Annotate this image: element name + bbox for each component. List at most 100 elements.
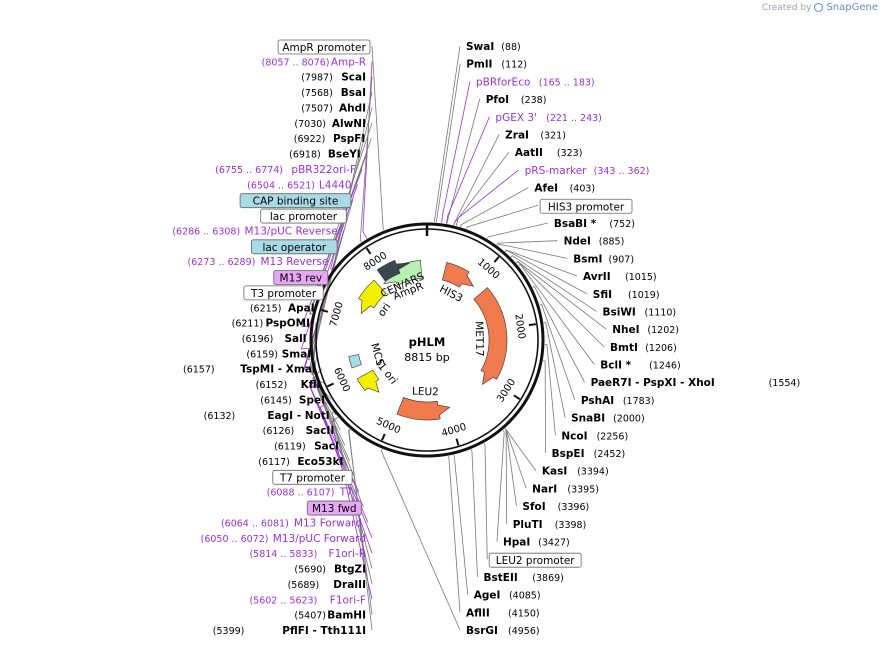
site-name: M13 Reverse — [260, 256, 328, 268]
enzyme-label: SwaI(88) — [466, 41, 521, 53]
feature-label-box: M13 rev — [273, 270, 329, 285]
tick-mark — [513, 394, 521, 400]
enzyme-label: BsrGI(4956) — [466, 625, 540, 637]
site-name: DraIII — [333, 579, 366, 591]
label-box — [272, 469, 353, 485]
feature-his3 — [441, 262, 475, 288]
leader-line — [496, 240, 558, 245]
enzyme-label: EagI - NotI (6132) — [204, 410, 330, 422]
site-name: SfiI — [593, 289, 612, 301]
site-name: PfoI — [486, 94, 509, 106]
leader-line — [331, 416, 373, 600]
site-position: (885) — [599, 237, 625, 248]
plasmid-length: 8815 bp — [404, 351, 449, 364]
site-position: (1019) — [628, 290, 660, 301]
leader-line — [380, 448, 461, 631]
site-name: ScaI — [341, 72, 366, 84]
site-position: (6088 .. 6107) — [267, 488, 335, 499]
site-position: (6504 .. 6521) — [247, 180, 315, 191]
site-position: (3394) — [577, 467, 609, 478]
site-name: SfoI — [522, 501, 545, 513]
leader-line — [460, 187, 529, 227]
site-name: BmtI — [610, 342, 638, 354]
leader-line — [453, 454, 469, 595]
enzyme-label: NdeI (885) — [564, 236, 625, 248]
tick-label: 5000 — [374, 416, 402, 436]
site-name: NheI — [612, 324, 639, 336]
site-name: Amp-R — [331, 56, 366, 68]
site-position: (221 .. 243) — [546, 113, 602, 124]
feature-label-box: M13 fwd — [306, 500, 362, 516]
label-box-text: HIS3 promoter — [548, 201, 625, 213]
site-position: (6152) — [256, 380, 288, 391]
feature-label: LEU2 — [412, 386, 439, 399]
primer-label: T7(6088 .. 6107) — [267, 487, 353, 499]
site-position: (1206) — [645, 343, 677, 354]
site-position: (6273 .. 6289) — [187, 257, 255, 268]
feature-mcs — [348, 354, 362, 369]
leader-line — [518, 263, 595, 365]
tick-mark — [493, 256, 500, 263]
label-leader-lines — [300, 45, 607, 631]
site-name: pBR322ori-F — [291, 164, 356, 176]
enzyme-label: BstEII(3869) — [484, 572, 564, 584]
site-position: (2452) — [594, 449, 626, 460]
tick-label: 6000 — [331, 366, 352, 394]
enzyme-label: KflI (6152) — [256, 379, 321, 391]
primer-label: F1ori-F(5602 .. 5623) — [249, 594, 366, 606]
site-position: (6132) — [204, 411, 236, 422]
enzyme-label: SpeI(6145) — [260, 394, 325, 406]
site-position: (8057 .. 8076) — [262, 57, 330, 68]
enzyme-label: PflFI - Tth111I(5399) — [213, 625, 366, 637]
feature-label-box: AmpR promoter — [277, 39, 371, 55]
site-name: pGEX 3' — [495, 112, 537, 124]
leader-line — [455, 169, 519, 226]
site-position: (3396) — [558, 502, 590, 513]
enzyme-label: PaeR7I - PspXI - XhoI (1554) — [591, 377, 801, 389]
site-name: BseYI — [328, 149, 361, 161]
site-name: M13 Forward — [294, 517, 362, 529]
enzyme-label: BsiWI(1110) — [603, 306, 677, 318]
leader-line — [544, 343, 556, 436]
site-position: (1783) — [623, 396, 655, 407]
site-name: BtgZI — [334, 564, 366, 576]
leader-line — [532, 285, 585, 383]
site-name: PspFI — [333, 133, 365, 145]
enzyme-label: NarI(3395) — [532, 483, 599, 495]
label-box — [488, 552, 582, 568]
enzyme-label: DraIII(5689) — [288, 579, 366, 591]
site-name: PaeR7I - PspXI - XhoI — [591, 377, 715, 389]
site-name: SacII — [306, 425, 335, 437]
leader-line — [300, 184, 358, 350]
leader-line — [486, 222, 548, 239]
site-position: (3869) — [532, 573, 564, 584]
enzyme-label: AatII(323) — [515, 147, 583, 159]
enzyme-label: NheI(1202) — [612, 324, 679, 336]
site-name: M13/pUC Reverse — [244, 225, 337, 237]
label-box — [251, 239, 338, 255]
tick-mark — [320, 308, 329, 313]
leader-line — [496, 430, 505, 542]
snapgene-logo-icon — [814, 3, 824, 12]
primer-label: pBRforEco(165 .. 183) — [476, 76, 595, 88]
primer-label: M13 Reverse (6273 .. 6289) — [187, 256, 328, 268]
site-position: (5814 .. 5833) — [249, 549, 317, 560]
site-name: NdeI — [564, 236, 591, 248]
enzyme-label: SfiI (1019) — [593, 289, 660, 301]
leader-line — [510, 255, 597, 312]
feature-met17 — [473, 287, 508, 385]
site-position: (1554) — [769, 378, 801, 389]
enzyme-label: Eco53kI(6117) — [258, 456, 343, 468]
feature-label: HIS3 — [437, 283, 464, 305]
site-position: (6286 .. 6308) — [172, 226, 240, 237]
enzyme-label: KasI(3394) — [542, 466, 609, 478]
site-name: M13/pUC Forward — [273, 533, 366, 545]
site-name: KflI — [301, 379, 321, 391]
site-position: (7568) — [301, 88, 333, 99]
site-name: ZraI — [505, 129, 529, 141]
site-name: SmaI — [282, 348, 312, 360]
primer-label: F1ori-R(5814 .. 5833) — [249, 548, 366, 560]
site-position: (5407) — [294, 611, 326, 622]
site-name: EagI - NotI — [267, 410, 329, 422]
